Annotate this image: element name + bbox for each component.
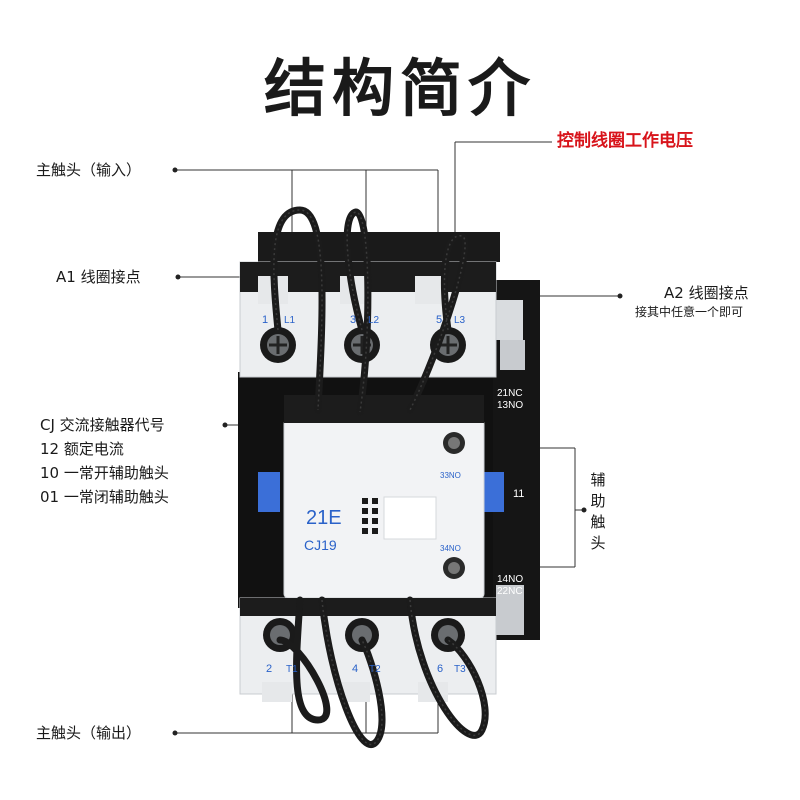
bottom-term-2: 2 [266, 663, 272, 675]
bottom-term-4: 4 [352, 663, 358, 675]
side-14no: 14NO [497, 574, 523, 585]
bottom-term-6: 6 [437, 663, 443, 675]
side-22nc: 22NC [497, 586, 523, 597]
series-code: CJ19 [304, 537, 337, 553]
a2-terminal-label: A2 线圈接点 [664, 284, 749, 302]
top-term-L1: L1 [284, 315, 296, 326]
page-title: 结构简介 [263, 52, 536, 125]
main-input-label: 主触头（输入） [36, 161, 142, 179]
contactor-body [238, 232, 540, 702]
top-term-3: 3 [350, 314, 356, 326]
rated-current-label: 12 额定电流 [40, 440, 124, 458]
top-term-L2: L2 [368, 315, 380, 326]
top-term-5: 5 [436, 314, 442, 326]
a1-terminal-label: A1 线圈接点 [56, 268, 141, 286]
no-aux-label: 10 一常开辅助触头 [40, 464, 169, 482]
bottom-term-T2: T2 [369, 664, 381, 675]
top-term-L3: L3 [454, 315, 466, 326]
aux-33no: 33NO [440, 471, 461, 480]
side-13no: 13NO [497, 400, 523, 411]
aux-34no: 34NO [440, 544, 461, 553]
aux-contacts-label: 辅助触头 [590, 471, 606, 552]
bottom-term-T1: T1 [286, 664, 298, 675]
side-21nc: 21NC [497, 388, 523, 399]
main-output-label: 主触头（输出） [36, 724, 142, 742]
side-11: 11 [513, 488, 524, 500]
top-term-1: 1 [262, 314, 268, 326]
coil-voltage-label: 控制线圈工作电压 [557, 131, 693, 151]
cj-desc-label: CJ 交流接触器代号 [40, 416, 165, 434]
model-code: 21E [306, 507, 342, 529]
bottom-term-T3: T3 [454, 664, 466, 675]
nc-aux-label: 01 一常闭辅助触头 [40, 488, 169, 506]
bottom-screws [263, 618, 465, 652]
a2-terminal-note: 接其中任意一个即可 [635, 305, 744, 319]
